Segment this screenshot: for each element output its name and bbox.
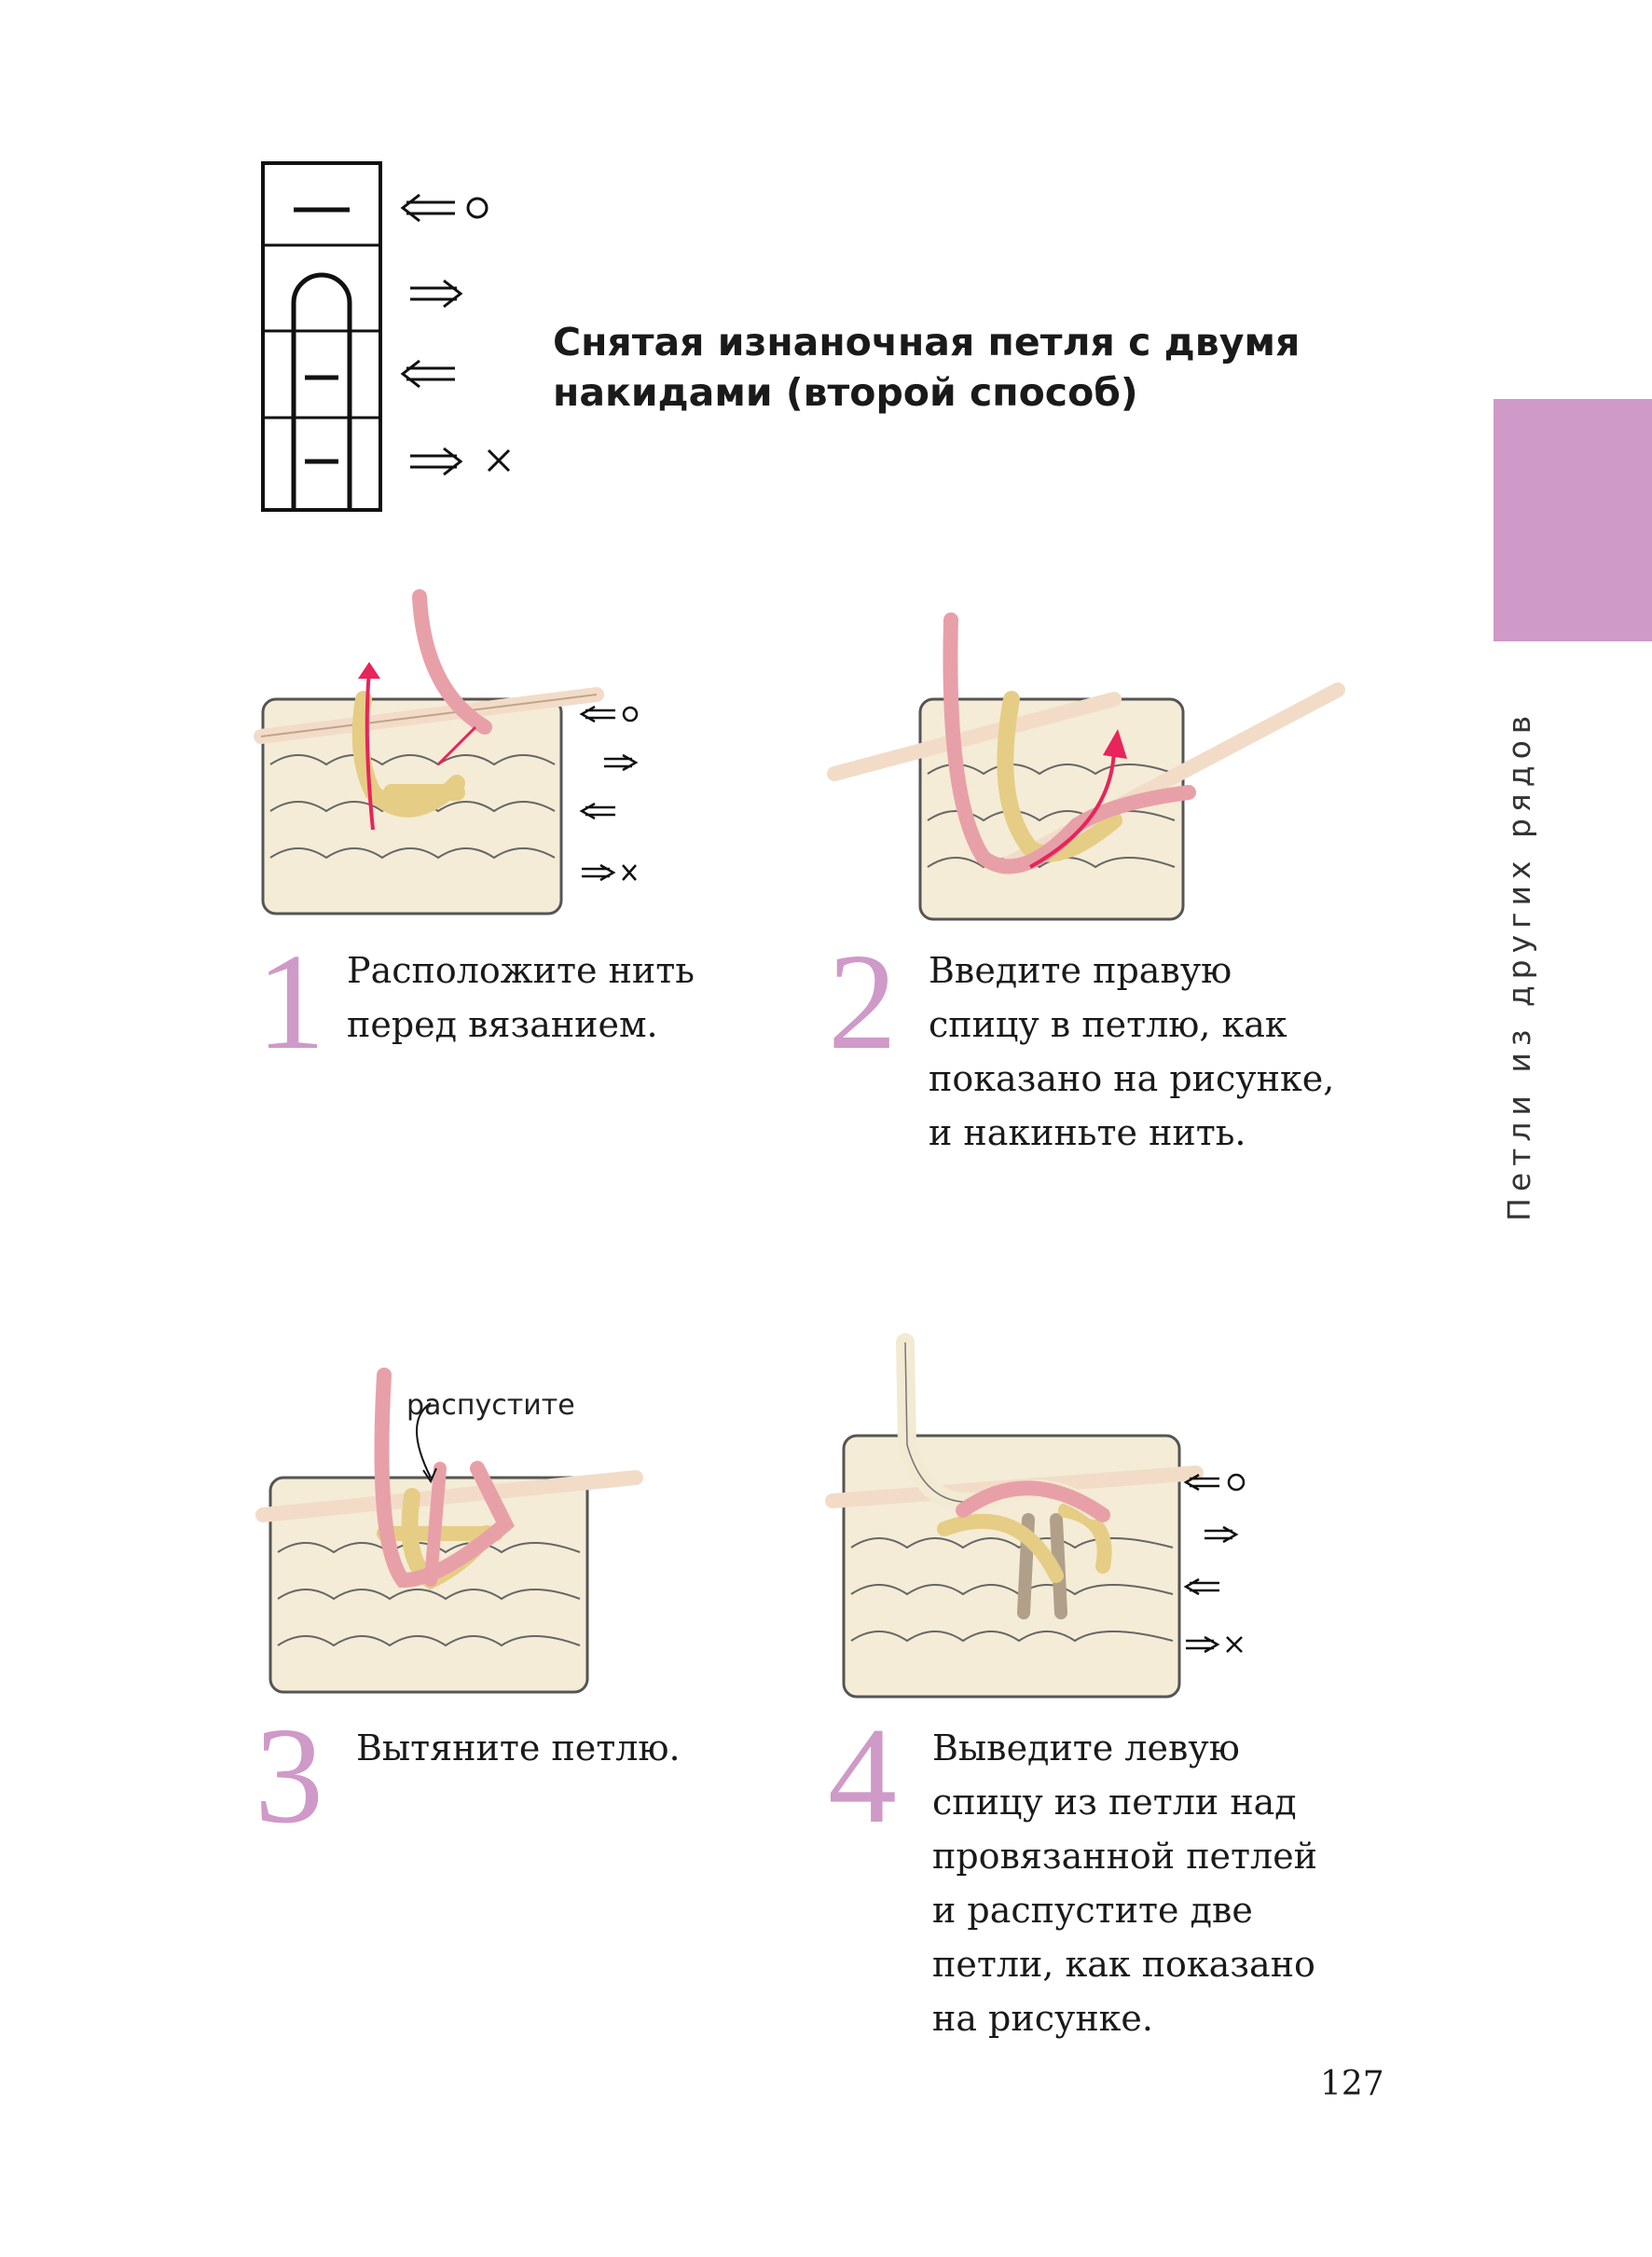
illustration-label: распустите [406,1389,575,1422]
row-arrows-1 [579,705,639,882]
step-number: 4 [828,1700,897,1852]
knitting-illustration-3 [255,1368,643,1694]
page-title: Снятая изнаночная петля с двумя накидами… [553,317,1300,418]
title-line: накидами (второй способ) [553,370,1138,415]
step-text: Введите правую спицу в петлю, как показа… [929,950,1335,1153]
row-arrow-left-icon [400,359,455,389]
step-text: Расположите нить перед вязанием. [347,950,695,1045]
row-arrow-left-icon [400,193,489,223]
step-text: Выведите левую спицу из петли над провяз… [932,1727,1318,2039]
step-number: 2 [828,926,897,1079]
page-number: 127 [1320,2065,1384,2103]
row-arrow-right-icon [410,447,511,476]
section-tab [1494,399,1652,641]
title-line: Снятая изнаночная петля с двумя [553,320,1301,365]
knitting-illustration-2 [827,612,1345,921]
knitting-illustration-4 [825,1333,1204,1699]
step-number: 3 [255,1700,324,1852]
step-text: Вытяните петлю. [356,1727,681,1768]
row-arrows-4 [1183,1473,1246,1654]
stitch-chart [261,161,511,512]
knitting-illustration-1 [254,589,604,915]
step-number: 1 [256,926,325,1079]
row-arrow-right-icon [410,279,463,309]
